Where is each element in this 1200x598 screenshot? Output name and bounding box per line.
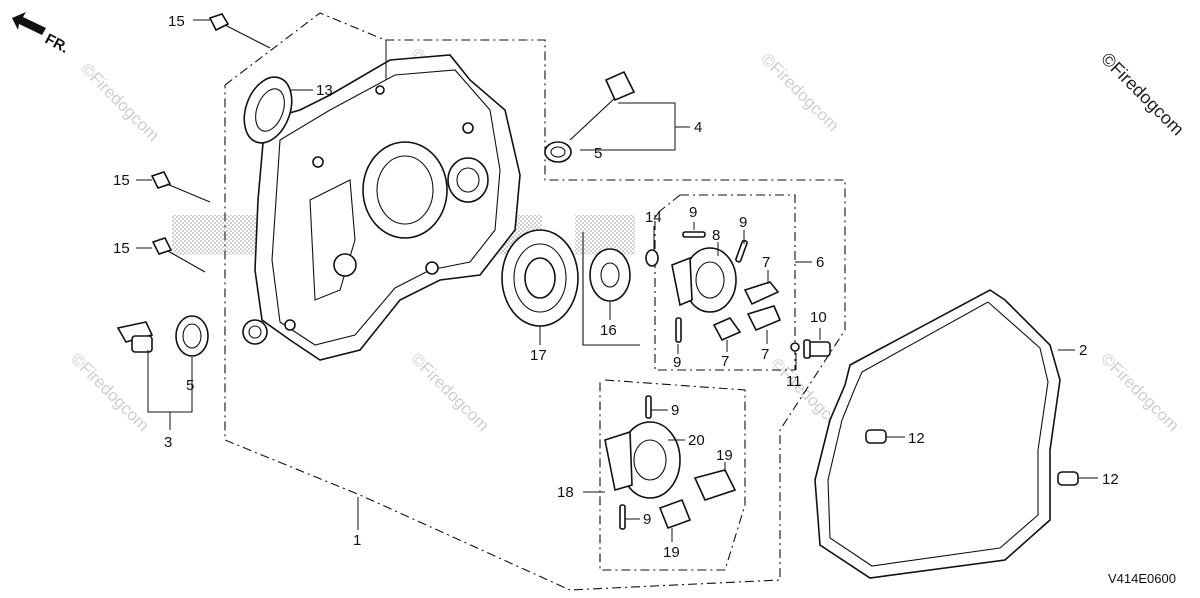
callout-3: 3 (164, 434, 172, 451)
ball-bearing (589, 248, 631, 302)
governor-weight (746, 305, 782, 332)
callout-19: 19 (663, 544, 680, 561)
governor-weight (693, 469, 737, 501)
pin (735, 239, 748, 263)
arrow-icon (12, 12, 46, 35)
dowel-pin (1057, 471, 1079, 486)
governor-weight (658, 498, 692, 530)
crankcase-cover (242, 54, 521, 361)
callout-4: 4 (694, 119, 702, 136)
governor-gear (604, 421, 681, 499)
leader-lines (136, 19, 1098, 542)
callout-18: 18 (557, 484, 574, 501)
callout-9: 9 (739, 214, 747, 231)
watermark: ©Firedogcom (407, 349, 493, 435)
callout-5: 5 (186, 377, 194, 394)
callout-15: 15 (113, 172, 130, 189)
washer (175, 315, 209, 357)
callout-8: 8 (712, 227, 720, 244)
watermark: ©Firedogcom (67, 349, 153, 435)
callout-9: 9 (643, 511, 651, 528)
clip (790, 342, 800, 352)
callout-9: 9 (673, 354, 681, 371)
direction-label: FR. (42, 31, 71, 57)
ball-bearing (501, 229, 579, 327)
callout-15: 15 (168, 13, 185, 30)
callout-17: 17 (530, 347, 547, 364)
callout-12: 12 (908, 430, 925, 447)
gasket (814, 289, 1061, 579)
dowel-pin (865, 429, 887, 444)
callout-7: 7 (762, 254, 770, 271)
callout-9: 9 (671, 402, 679, 419)
shaft-pin (803, 339, 831, 359)
drain-plug (116, 321, 154, 353)
pin (682, 231, 706, 238)
callout-11: 11 (786, 373, 802, 390)
callout-2: 2 (1079, 342, 1087, 359)
pin (675, 317, 682, 343)
callout-13: 13 (316, 82, 333, 99)
watermark: ©Firedogcom (77, 59, 163, 145)
callout-6: 6 (816, 254, 824, 271)
watermark: ©Firedogcom (757, 49, 843, 135)
bolt (208, 13, 271, 49)
callout-10: 10 (810, 309, 827, 326)
group-outline (654, 194, 796, 371)
callout-14: 14 (645, 209, 662, 226)
pin (645, 395, 652, 419)
assembly-outline (224, 12, 846, 591)
group-outline (599, 379, 746, 571)
bracket (582, 232, 640, 346)
watermark-dark: ©Firedogcom (1097, 49, 1188, 140)
callout-5: 5 (594, 145, 602, 162)
governor-gear (671, 247, 737, 313)
pin (619, 504, 626, 530)
callout-7: 7 (761, 346, 769, 363)
washer (645, 249, 659, 267)
callout-7: 7 (721, 353, 729, 370)
callout-1: 1 (353, 532, 361, 549)
washer (544, 141, 572, 163)
governor-weight (743, 281, 780, 306)
callout-labels: 15 13 4 5 15 15 14 9 8 9 7 6 7 7 9 16 17… (113, 13, 1119, 561)
oil-seal (243, 76, 293, 144)
callout-16: 16 (600, 322, 617, 339)
governor-weight (712, 317, 742, 342)
watermark: ©Firedogcom (1097, 349, 1183, 435)
bolt (150, 171, 211, 203)
callout-20: 20 (688, 432, 705, 449)
callout-9: 9 (689, 204, 697, 221)
diagram-code: V414E0600 (1108, 571, 1176, 586)
bolt (151, 237, 206, 273)
oil-dipstick (569, 70, 636, 141)
callout-19: 19 (716, 447, 733, 464)
front-direction-indicator: FR. (12, 12, 71, 57)
shaded-area (575, 215, 635, 255)
callout-12: 12 (1102, 471, 1119, 488)
callout-15: 15 (113, 240, 130, 257)
